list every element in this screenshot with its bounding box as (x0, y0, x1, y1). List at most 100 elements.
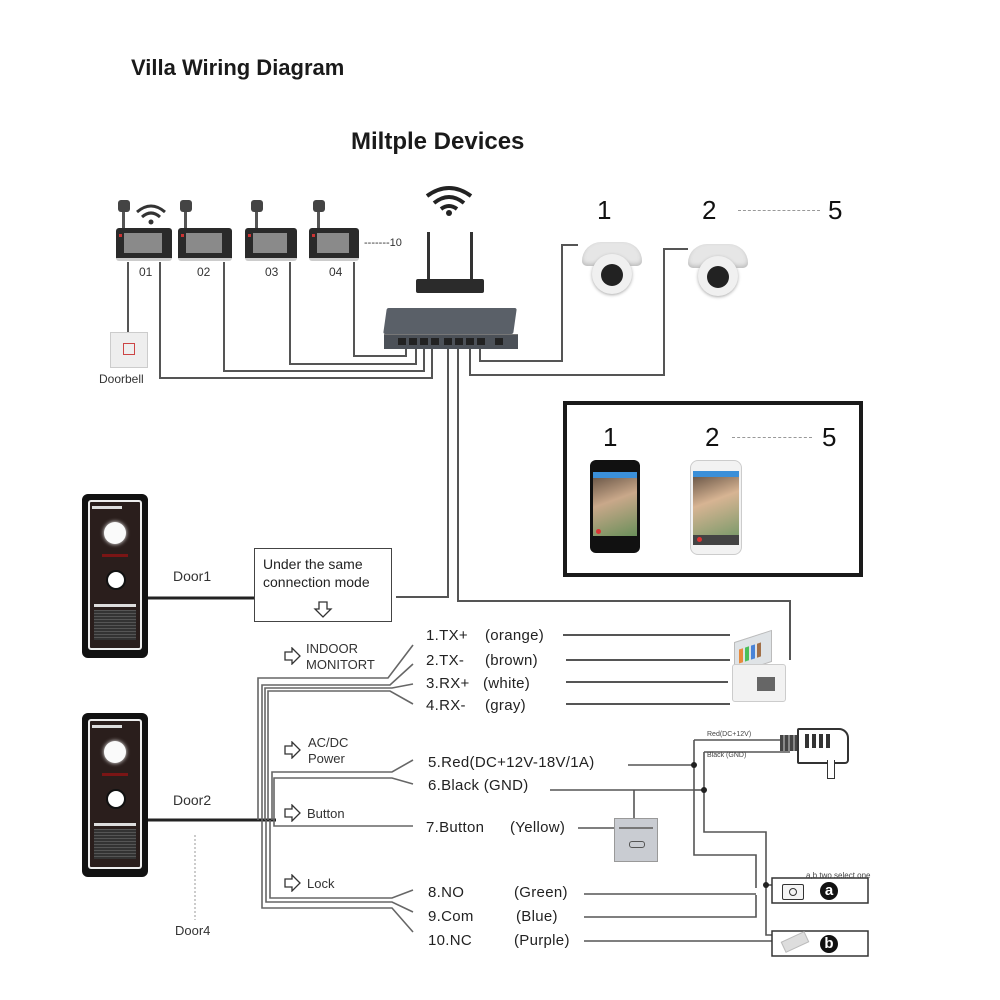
wire-label-9: 9.Com (428, 908, 474, 925)
lock-option-a-badge[interactable]: a (820, 882, 838, 900)
wire-color-3: (white) (483, 675, 531, 692)
door-station-1[interactable] (82, 494, 148, 658)
phone-number-2: 2 (705, 422, 720, 452)
monitor-label-03: 03 (265, 265, 279, 279)
electric-lock-a-icon (782, 884, 804, 900)
arrow-right-icon (284, 647, 301, 665)
lock-option-note: a,b two select one (806, 871, 871, 880)
speaker-grille (94, 610, 136, 640)
call-button-icon[interactable] (106, 570, 126, 590)
phone-range-dots (732, 437, 812, 438)
wire-color-4: (gray) (485, 697, 526, 714)
door1-label: Door1 (173, 568, 212, 584)
group-indoor-line2: MONITORT (306, 657, 375, 672)
bell-icon (123, 343, 135, 355)
hangup-icon[interactable] (697, 537, 702, 542)
section-subtitle: Miltple Devices (351, 128, 525, 155)
wire-switch-camera2 (469, 248, 688, 376)
monitor-label-04: 04 (329, 265, 343, 279)
camera-lens-icon (104, 741, 126, 763)
switch-port[interactable] (477, 338, 485, 345)
indoor-monitor-01[interactable] (116, 200, 172, 262)
wire-color-9: (Blue) (516, 908, 558, 925)
smartphone-2[interactable] (690, 460, 742, 555)
door2-label: Door2 (173, 792, 212, 808)
exit-button-device[interactable] (614, 818, 658, 862)
dome-camera-1[interactable] (580, 240, 644, 298)
door-station-2[interactable] (82, 713, 148, 877)
arrow-right-icon (284, 874, 301, 892)
speaker-grille (94, 829, 136, 859)
doorbell-label: Doorbell (99, 372, 144, 386)
switch-port[interactable] (398, 338, 406, 345)
wire-label-3: 3.RX+ (426, 675, 470, 692)
doorbell-device[interactable] (110, 332, 148, 368)
wire-label-7: 7.Button (426, 819, 485, 836)
switch-port[interactable] (444, 338, 452, 345)
smartphone-1[interactable] (590, 460, 640, 553)
lock-option-b-badge[interactable]: b (820, 935, 838, 953)
door4-label: Door4 (175, 923, 211, 938)
switch-port[interactable] (420, 338, 428, 345)
wire-label-8: 8.NO (428, 884, 465, 901)
indoor-monitor-03[interactable] (245, 200, 301, 262)
group-indoor-line1: INDOOR (306, 641, 358, 656)
switch-port[interactable] (431, 338, 439, 345)
wire-color-7: (Yellow) (510, 819, 566, 836)
adapter-prong (827, 760, 835, 779)
video-feed (593, 478, 637, 536)
network-switch[interactable] (384, 334, 518, 349)
note-line-2: connection mode (263, 574, 370, 590)
camera-lens-icon (707, 266, 729, 288)
wire-switch-door1 (396, 346, 449, 598)
wire-color-8: (Green) (514, 884, 568, 901)
wire-label-2: 2.TX- (426, 652, 465, 669)
wire-label-10: 10.NC (428, 932, 473, 949)
router-body (416, 279, 484, 293)
router-antenna (470, 232, 473, 280)
power-plug-icon (180, 200, 192, 212)
router-antenna (427, 232, 430, 280)
arrow-right-icon (284, 804, 301, 822)
group-lock: Lock (307, 876, 335, 891)
dome-camera-2[interactable] (686, 242, 750, 300)
call-button-icon[interactable] (106, 789, 126, 809)
switch-port[interactable] (409, 338, 417, 345)
hangup-icon[interactable] (596, 529, 601, 534)
power-adapter-plug[interactable] (797, 728, 849, 764)
power-plug-icon (313, 200, 325, 212)
connection-note-box: Under the same connection mode (254, 548, 392, 622)
wire-monitor2-switch (223, 262, 425, 372)
power-plug-icon (251, 200, 263, 212)
wire-label-4: 4.RX- (426, 697, 466, 714)
key-icon (629, 841, 645, 848)
group-power-line1: AC/DC (308, 735, 349, 750)
arrow-down-icon (313, 601, 333, 618)
rj45-port-icon (757, 677, 775, 691)
wire-monitor3-switch (289, 262, 417, 365)
indoor-monitor-02[interactable] (178, 200, 234, 262)
wire-label-1: 1.TX+ (426, 627, 468, 644)
wire-color-10: (Purple) (514, 932, 570, 949)
indoor-monitor-04[interactable] (309, 200, 365, 262)
wire-switch-jack (457, 346, 791, 660)
video-feed (693, 477, 739, 537)
switch-port[interactable] (455, 338, 463, 345)
wire-switch-camera1 (479, 244, 578, 362)
switch-uplink-port[interactable] (495, 338, 503, 345)
arrow-right-icon (284, 741, 301, 759)
network-switch-top (383, 308, 517, 334)
camera-number-5: 5 (828, 195, 843, 225)
phone-number-1: 1 (603, 422, 618, 452)
camera-lens-icon (601, 264, 623, 286)
page-title: Villa Wiring Diagram (131, 55, 345, 80)
rj45-keystone-jack[interactable] (728, 629, 788, 706)
adapter-cable-strain (780, 735, 798, 751)
wifi-icon (136, 204, 166, 225)
group-power-line2: Power (308, 751, 345, 766)
camera-number-1: 1 (597, 195, 612, 225)
wire-monitor4-switch (353, 262, 407, 357)
switch-port[interactable] (466, 338, 474, 345)
wire-color-2: (brown) (485, 652, 538, 669)
wire-monitor1-switch (159, 262, 433, 379)
